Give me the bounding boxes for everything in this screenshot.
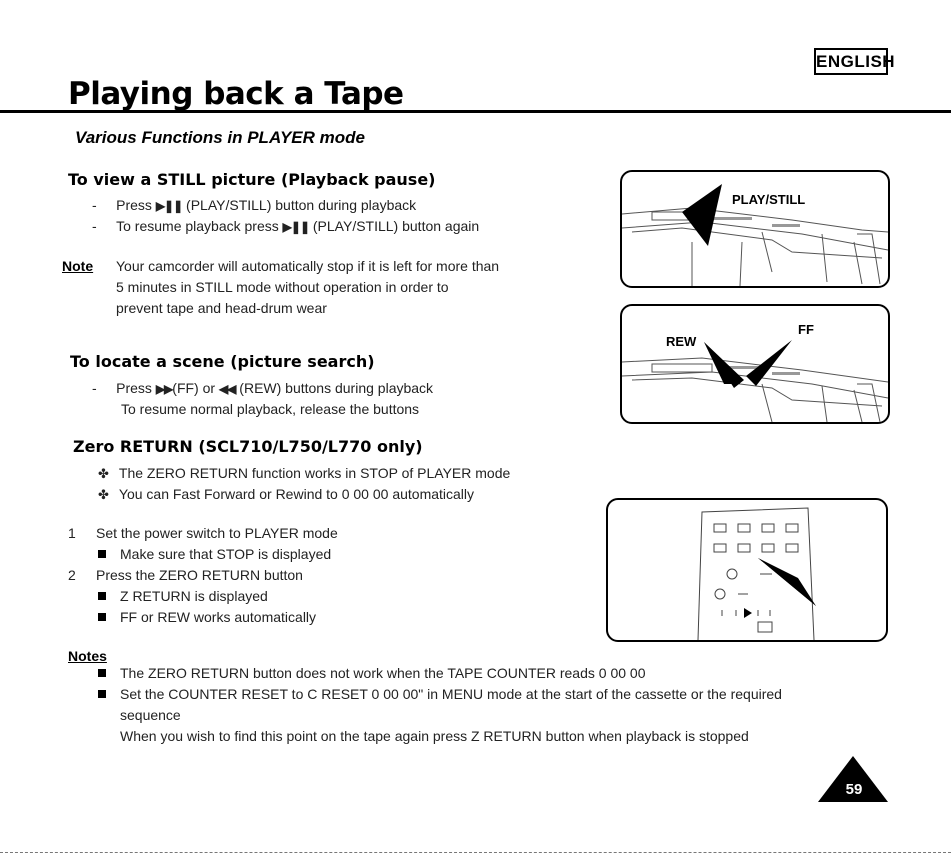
step-2-sub-2: FF or REW works automatically bbox=[98, 609, 316, 625]
step-1-number: 1 bbox=[68, 525, 76, 541]
search-heading: To locate a scene (picture search) bbox=[70, 352, 375, 371]
zero-bullet-1: ✤ The ZERO RETURN function works in STOP … bbox=[98, 465, 510, 482]
note-line-1: Your camcorder will automatically stop i… bbox=[116, 258, 500, 274]
ff-label: FF bbox=[798, 322, 814, 337]
figure-rew-ff: REW FF bbox=[620, 304, 890, 424]
title-rule bbox=[0, 110, 951, 113]
remote-control-illustration bbox=[697, 507, 816, 640]
note-line-3: prevent tape and head-drum wear bbox=[116, 300, 327, 316]
figure-remote-control bbox=[606, 498, 888, 642]
still-step-1-pre: Press bbox=[116, 197, 152, 213]
still-step-1-post: (PLAY/STILL) button during playback bbox=[186, 197, 417, 213]
zero-bullet-1-text: The ZERO RETURN function works in STOP o… bbox=[118, 465, 511, 481]
page-title: Playing back a Tape bbox=[68, 76, 404, 112]
step-1-sub-text: Make sure that STOP is displayed bbox=[120, 546, 332, 562]
page-number: 59 bbox=[846, 781, 863, 798]
search-step-2: To resume normal playback, release the b… bbox=[121, 401, 420, 417]
step-2-sub-2-text: FF or REW works automatically bbox=[120, 609, 317, 625]
play-still-icon: ▶❚❚ bbox=[155, 199, 183, 213]
search-step-1: - Press ▶▶(FF) or ◀◀ (REW) buttons durin… bbox=[92, 380, 434, 396]
square-bullet-icon bbox=[98, 669, 106, 677]
still-heading: To view a STILL picture (Playback pause) bbox=[68, 170, 436, 189]
search-step-1-post: (REW) buttons during playback bbox=[239, 380, 434, 396]
play-still-label: PLAY/STILL bbox=[732, 192, 805, 207]
rewind-icon: ◀◀ bbox=[218, 382, 236, 396]
bottom-rule bbox=[0, 852, 951, 853]
step-2-text: Press the ZERO RETURN button bbox=[96, 567, 303, 583]
notes-item-1: The ZERO RETURN button does not work whe… bbox=[98, 665, 645, 681]
square-bullet-icon bbox=[98, 613, 106, 621]
zero-heading: Zero RETURN (SCL710/L750/L770 only) bbox=[73, 437, 423, 456]
search-step-1-pre: Press bbox=[116, 380, 152, 396]
note-line-2: 5 minutes in STILL mode without operatio… bbox=[116, 279, 449, 295]
triangle-badge-icon: 59 bbox=[818, 756, 888, 802]
figure-play-still: PLAY/STILL bbox=[620, 170, 890, 288]
still-step-1: - Press ▶❚❚ (PLAY/STILL) button during p… bbox=[92, 197, 417, 213]
square-bullet-icon bbox=[98, 592, 106, 600]
clover-bullet-icon: ✤ bbox=[98, 487, 109, 502]
step-2-sub-1-text: Z RETURN is displayed bbox=[120, 588, 268, 604]
notes-item-2-text: Set the COUNTER RESET to C RESET 0 00 00… bbox=[120, 686, 782, 702]
section-title: Various Functions in PLAYER mode bbox=[75, 128, 365, 147]
note-label: Note bbox=[62, 258, 94, 274]
square-bullet-icon bbox=[98, 550, 106, 558]
still-step-2-post: (PLAY/STILL) button again bbox=[312, 218, 480, 234]
notes-item-2-cont: sequence bbox=[120, 707, 181, 723]
language-badge: ENGLISH bbox=[814, 48, 895, 75]
search-step-1-mid: (FF) or bbox=[172, 380, 216, 396]
zero-bullet-2: ✤ You can Fast Forward or Rewind to 0 00 … bbox=[98, 486, 474, 503]
still-step-2: - To resume playback press ▶❚❚ (PLAY/STI… bbox=[92, 218, 480, 234]
step-1-sub: Make sure that STOP is displayed bbox=[98, 546, 331, 562]
notes-item-3: When you wish to find this point on the … bbox=[120, 728, 749, 744]
play-still-icon: ▶❚❚ bbox=[282, 220, 310, 234]
still-step-2-pre: To resume playback press bbox=[116, 218, 279, 234]
zero-bullet-2-text: You can Fast Forward or Rewind to 0 00 0… bbox=[118, 486, 475, 502]
square-bullet-icon bbox=[98, 690, 106, 698]
rew-label: REW bbox=[666, 334, 697, 349]
step-1-text: Set the power switch to PLAYER mode bbox=[96, 525, 338, 541]
camcorder-top-illustration: REW FF bbox=[622, 322, 888, 422]
page-number-badge: 59 bbox=[818, 756, 888, 802]
fast-forward-icon: ▶▶ bbox=[155, 382, 173, 396]
step-2-number: 2 bbox=[68, 567, 76, 583]
notes-item-1-text: The ZERO RETURN button does not work whe… bbox=[120, 665, 646, 681]
camcorder-top-illustration: PLAY/STILL bbox=[622, 184, 888, 286]
clover-bullet-icon: ✤ bbox=[98, 466, 109, 481]
notes-label: Notes bbox=[68, 648, 107, 664]
step-2-sub-1: Z RETURN is displayed bbox=[98, 588, 268, 604]
notes-item-2: Set the COUNTER RESET to C RESET 0 00 00… bbox=[98, 686, 782, 702]
